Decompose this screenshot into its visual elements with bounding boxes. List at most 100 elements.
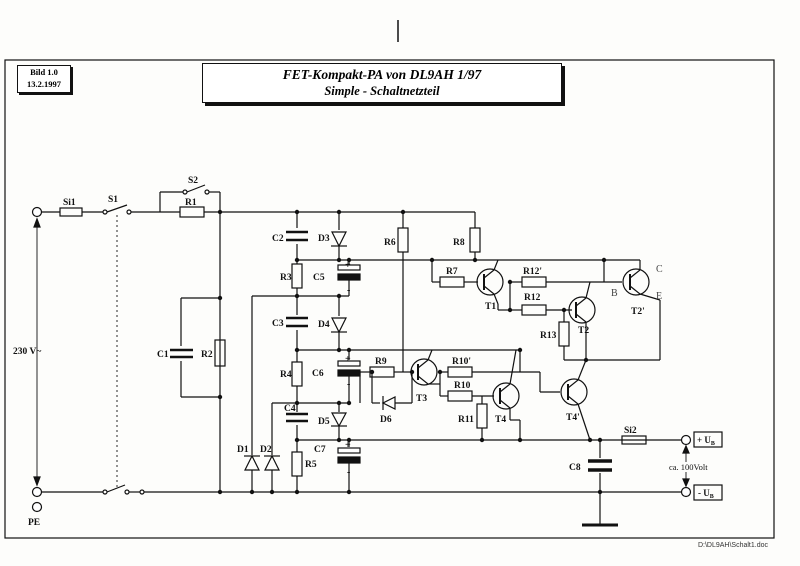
label-c2: C2: [272, 234, 284, 244]
label-s2: S2: [188, 176, 198, 186]
diode-d5: [330, 412, 348, 428]
label-r10: R10: [454, 381, 471, 391]
label-d5: D5: [318, 417, 330, 427]
output-terminal-minus: [680, 486, 692, 498]
label-t2-prime: T2': [631, 307, 645, 317]
plus-c5: +: [345, 260, 351, 271]
minus-c7: -: [347, 467, 350, 478]
label-c5: C5: [313, 273, 325, 283]
label-t1: T1: [485, 302, 496, 312]
transistor-t1: [476, 268, 504, 296]
resistor-r12-prime: [521, 276, 547, 288]
resistor-r5: [291, 451, 303, 477]
label-r2: R2: [201, 350, 213, 360]
label-pe: PE: [28, 518, 40, 528]
label-t4-prime: T4': [566, 413, 580, 423]
label-d4: D4: [318, 320, 330, 330]
label-c4: C4: [284, 404, 296, 414]
pe-terminal: [31, 501, 43, 513]
label-c6: C6: [312, 369, 324, 379]
label-s1: S1: [108, 195, 118, 205]
label-r8: R8: [453, 238, 465, 248]
figure-date: 13.2.1997: [27, 79, 61, 89]
label-si1: Si1: [63, 198, 76, 208]
label-c7: C7: [314, 445, 326, 455]
label-t3: T3: [416, 394, 427, 404]
label-r1: R1: [185, 198, 197, 208]
label-r10-prime: R10': [452, 357, 471, 367]
label-si2: Si2: [624, 426, 637, 436]
resistor-r10: [447, 390, 473, 402]
plus-ub-box: [693, 431, 723, 448]
label-r5: R5: [305, 460, 317, 470]
capacitor-c5: [337, 264, 361, 271]
label-d6: D6: [380, 415, 392, 425]
plus-c6: +: [345, 354, 351, 365]
label-t4: T4: [495, 415, 506, 425]
transistor-t4: [492, 382, 520, 410]
minus-c5: -: [347, 285, 350, 296]
resistor-r12: [521, 304, 547, 316]
label-output-voltage: ca. 100Volt: [669, 462, 708, 472]
transistor-t2-prime: [622, 268, 650, 296]
resistor-r8: [469, 227, 481, 253]
resistor-r7: [439, 276, 465, 288]
fuse-si2: [621, 435, 647, 445]
diode-d2: [264, 454, 280, 471]
title-box: FET-Kompakt-PA von DL9AH 1/97 Simple - S…: [202, 63, 562, 103]
label-r11: R11: [458, 415, 474, 425]
diode-d1: [244, 454, 260, 471]
transistor-t2: [568, 296, 596, 324]
input-terminal-bottom: [31, 486, 43, 498]
diode-d6: [381, 396, 396, 410]
label-r9: R9: [375, 357, 387, 367]
label-d3: D3: [318, 234, 330, 244]
minus-ub-box: [693, 484, 723, 501]
label-d1: D1: [237, 445, 249, 455]
footer-filename: D:\DL9AH\Schalt1.doc: [697, 542, 768, 549]
label-t2: T2: [578, 326, 589, 336]
title-line-1: FET-Kompakt-PA von DL9AH 1/97: [282, 67, 482, 82]
label-r6: R6: [384, 238, 396, 248]
resistor-r11: [476, 403, 488, 429]
label-r4: R4: [280, 370, 292, 380]
label-r12: R12: [524, 293, 541, 303]
resistor-r13: [558, 321, 570, 347]
label-c1: C1: [157, 350, 169, 360]
resistor-r6: [397, 227, 409, 253]
diode-d3: [331, 231, 347, 248]
minus-ub-label: - UB: [698, 488, 714, 500]
capacitor-c6: [337, 360, 361, 367]
plus-c7: +: [345, 440, 351, 451]
label-d2: D2: [260, 445, 272, 455]
junction-dots: [217, 209, 607, 495]
label-r12-prime: R12': [523, 267, 542, 277]
switch-s1-top: [106, 204, 128, 213]
label-base: B: [611, 288, 618, 299]
output-terminal-plus: [680, 434, 692, 446]
figure-tag-box: Bild 1.0 13.2.1997: [17, 65, 71, 93]
diode-d4: [331, 317, 347, 334]
label-r3: R3: [280, 273, 292, 283]
switch-s2: [186, 184, 206, 193]
label-c8: C8: [569, 463, 581, 473]
label-collector: C: [656, 264, 663, 275]
label-r7: R7: [446, 267, 458, 277]
resistor-r4: [291, 361, 303, 387]
plus-ub-label: + UB: [697, 435, 715, 447]
transistor-t4-prime: [560, 378, 588, 406]
label-r13: R13: [540, 331, 557, 341]
figure-number: Bild 1.0: [30, 67, 58, 77]
capacitor-c7: [337, 447, 361, 454]
resistor-r3: [291, 263, 303, 289]
resistor-r1: [179, 206, 205, 218]
resistor-r10-prime: [447, 366, 473, 378]
switch-s1-bottom: [106, 484, 126, 493]
label-emitter: E: [656, 291, 662, 302]
label-230v: 230 V~: [13, 347, 41, 357]
title-line-2: Simple - Schaltnetzteil: [324, 84, 440, 98]
minus-c6: -: [347, 379, 350, 390]
fuse-si1: [59, 207, 83, 217]
